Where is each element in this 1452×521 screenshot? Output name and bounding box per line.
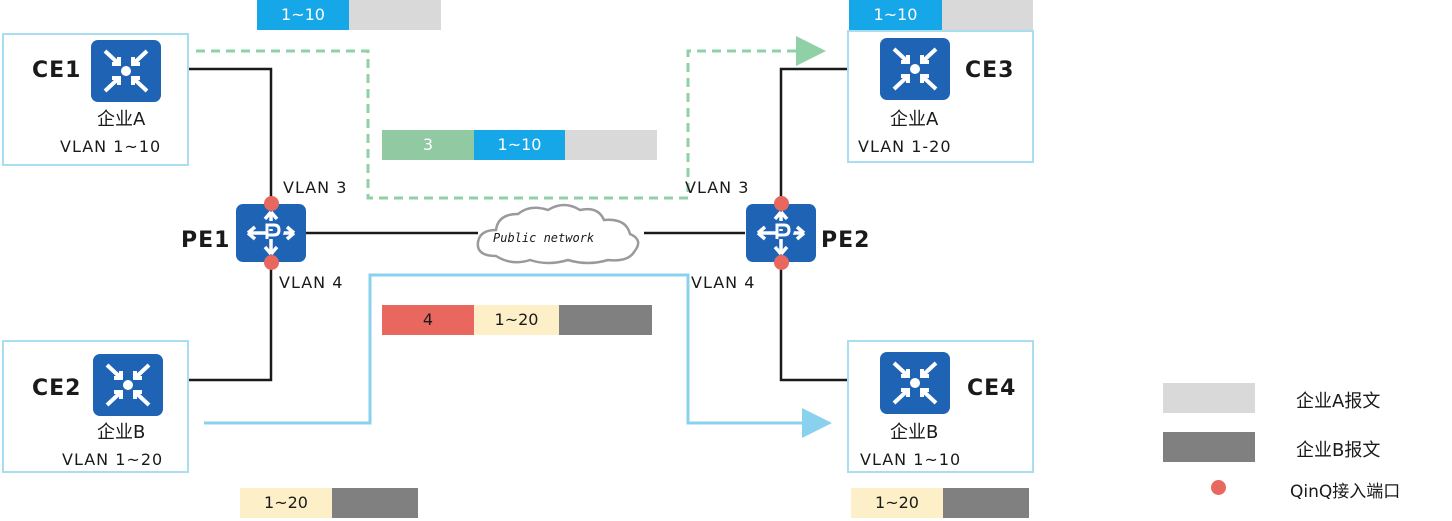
ce2-name: CE2 — [32, 376, 82, 401]
ce3-name: CE3 — [965, 58, 1015, 83]
legend-enterprise-a-label: 企业A报文 — [1296, 391, 1381, 412]
public-network-label: Public network — [493, 231, 595, 245]
link-ce1-pe1 — [160, 67, 273, 198]
pe2-vlan-bottom: VLAN 4 — [691, 273, 756, 292]
legend-qinq-port-dot — [1211, 480, 1226, 495]
ce1-switch-icon[interactable] — [91, 40, 161, 102]
pe1-bottom-qinq-port — [264, 255, 279, 270]
public-network-cloud-icon — [476, 203, 640, 265]
pe2-vlan-top: VLAN 3 — [685, 178, 750, 197]
pe2-router-icon[interactable] — [746, 204, 816, 262]
legend-enterprise-b-swatch — [1163, 432, 1255, 462]
packet-b-inner-vlan: 1~20 — [474, 305, 559, 335]
ce4-vlan: VLAN 1~10 — [860, 450, 962, 469]
ce1-vlan: VLAN 1~10 — [60, 137, 162, 156]
pe2-top-qinq-port — [774, 196, 789, 211]
packet-a-outer-tag: 3 — [382, 130, 474, 160]
packet-b-payload — [559, 305, 652, 335]
ce1-enterprise: 企业A — [97, 109, 146, 130]
pe2-name: PE2 — [821, 228, 871, 253]
packet-ce2-vlan: 1~20 — [240, 488, 332, 518]
packet-ce2-payload — [332, 488, 418, 518]
ce3-switch-icon[interactable] — [880, 38, 950, 100]
packet-ce1-payload — [349, 0, 441, 30]
ce2-switch-icon[interactable] — [93, 354, 163, 416]
packet-ce3-vlan: 1~10 — [849, 0, 942, 30]
path-enterprise-b — [204, 273, 832, 438]
ce2-enterprise: 企业B — [97, 422, 146, 443]
pe1-top-qinq-port — [264, 196, 279, 211]
legend-enterprise-a-swatch — [1163, 383, 1255, 413]
packet-ce4-vlan: 1~20 — [851, 488, 943, 518]
ce4-name: CE4 — [967, 376, 1017, 401]
legend-qinq-port-label: QinQ接入端口 — [1290, 482, 1401, 502]
pe2-bottom-qinq-port — [774, 255, 789, 270]
ce3-vlan: VLAN 1-20 — [858, 137, 952, 156]
ce4-enterprise: 企业B — [890, 422, 939, 443]
packet-a-inner-vlan: 1~10 — [474, 130, 565, 160]
link-ce2-pe1 — [160, 266, 273, 382]
packet-b-outer-tag: 4 — [382, 305, 474, 335]
ce2-vlan: VLAN 1~20 — [62, 450, 164, 469]
ce1-name: CE1 — [32, 58, 82, 83]
pe1-router-icon[interactable] — [236, 204, 306, 262]
ce4-switch-icon[interactable] — [880, 352, 950, 414]
packet-ce1-vlan: 1~10 — [257, 0, 349, 30]
ce3-enterprise: 企业A — [890, 109, 939, 130]
path-enterprise-a — [196, 36, 826, 200]
packet-a-payload — [565, 130, 657, 160]
pe1-name: PE1 — [181, 228, 231, 253]
pe1-vlan-top: VLAN 3 — [283, 178, 348, 197]
pe1-vlan-bottom: VLAN 4 — [279, 273, 344, 292]
packet-ce4-payload — [943, 488, 1029, 518]
legend-enterprise-b-label: 企业B报文 — [1296, 440, 1381, 461]
packet-ce3-payload — [942, 0, 1033, 30]
